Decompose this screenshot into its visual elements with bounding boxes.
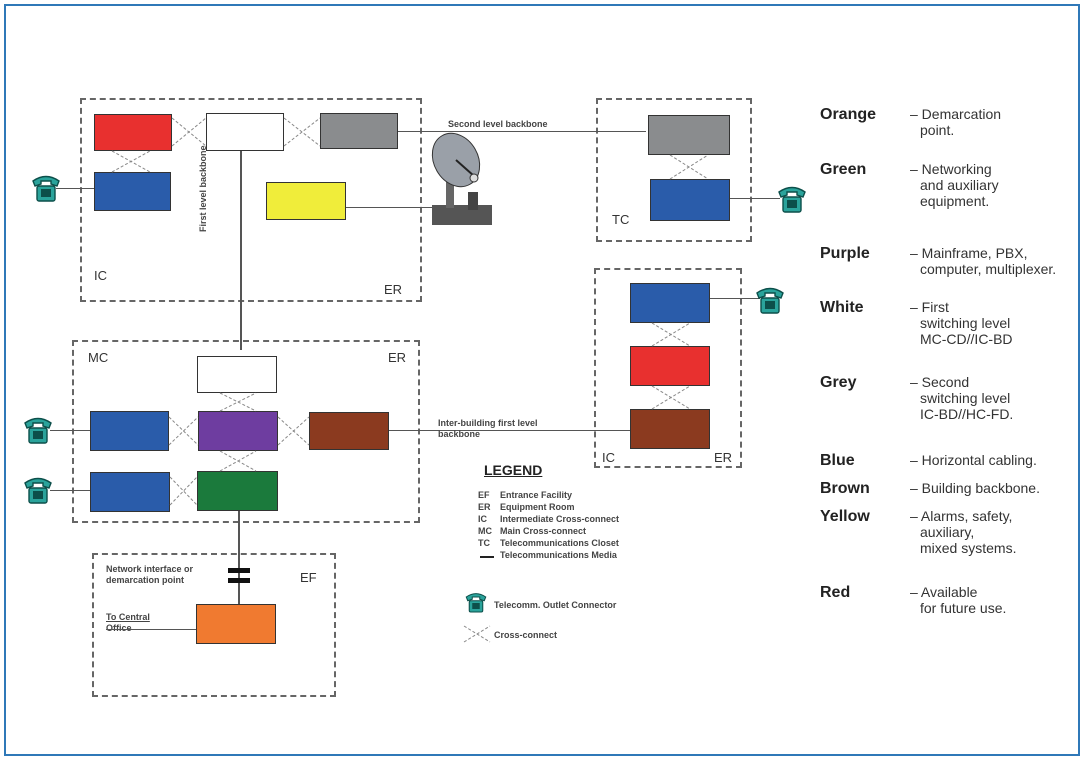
demarcation-mark-top [228, 568, 250, 573]
icr-red-block [630, 346, 710, 386]
outlet-wire-tc [730, 198, 780, 199]
mc-brown-block [309, 412, 389, 450]
zone-ef-label: EF [300, 570, 317, 585]
legend-phone-icon [465, 593, 487, 613]
ic-blue-block [94, 172, 171, 211]
ic-white-block [206, 113, 284, 151]
icr-brown-block [630, 409, 710, 449]
inter-building-backbone-line [388, 430, 632, 431]
zone-mc-label: MC [88, 350, 109, 365]
ef-orange-block [196, 604, 276, 644]
mc-green-block [197, 471, 278, 511]
outlet-phone-icon-ic-right [756, 287, 784, 314]
ic-grey-block [320, 113, 398, 149]
zone-ic-top-label: IC [94, 268, 107, 283]
ic-red-block [94, 114, 172, 151]
zone-mc [72, 340, 420, 523]
legend-crossconnect-label: Cross-connect [494, 630, 558, 640]
zone-mc-er-label: ER [388, 350, 407, 365]
first-level-backbone-label: First level backbone [198, 145, 208, 232]
outer-frame [4, 4, 1080, 756]
icr-blue-block [630, 283, 710, 323]
zone-ic-top-er-label: ER [384, 282, 403, 297]
mc-blue-block-2 [90, 472, 170, 512]
mc-white-block [197, 356, 277, 393]
tc-blue-block [650, 179, 730, 221]
yellow-to-satellite-line [346, 207, 436, 208]
zone-ic-right-label: IC [602, 450, 615, 465]
zone-ef [92, 553, 336, 697]
legend-outlet-label: Telecomm. Outlet Connector [494, 600, 617, 610]
central-office-label: To Central Office [106, 612, 150, 633]
mc-blue-block-1 [90, 411, 169, 451]
outlet-wire-ic-right [710, 298, 760, 299]
ic-yellow-block [266, 182, 346, 220]
legend-title: LEGEND [484, 462, 543, 478]
inter-building-backbone-label: Inter-building first level backbone [438, 418, 538, 439]
outlet-wire-mc-2 [50, 490, 90, 491]
outlet-wire-ic-top [56, 188, 94, 189]
demarcation-mark-bottom [228, 578, 250, 583]
mc-purple-block [198, 411, 278, 451]
outlet-wire-mc-1 [50, 430, 90, 431]
zone-ic-right-er-label: ER [714, 450, 733, 465]
outlet-phone-icon-tc [778, 186, 806, 213]
network-interface-label: Network interface or demarcation point [106, 564, 194, 585]
first-level-backbone-line [240, 150, 242, 350]
zone-ic-right [594, 268, 742, 468]
zone-tc-label: TC [612, 212, 630, 227]
zone-ic-top [80, 98, 422, 302]
second-level-backbone-label: Second level backbone [448, 119, 548, 129]
outlet-phone-icon-mc-1 [24, 417, 52, 444]
zone-tc [596, 98, 752, 242]
central-office-line [106, 629, 196, 630]
outlet-phone-icon-mc-2 [24, 477, 52, 504]
second-level-backbone-line [398, 131, 646, 132]
media-line-sample [480, 556, 494, 558]
outlet-phone-icon-ic-top [32, 175, 60, 202]
tc-grey-block [648, 115, 730, 155]
